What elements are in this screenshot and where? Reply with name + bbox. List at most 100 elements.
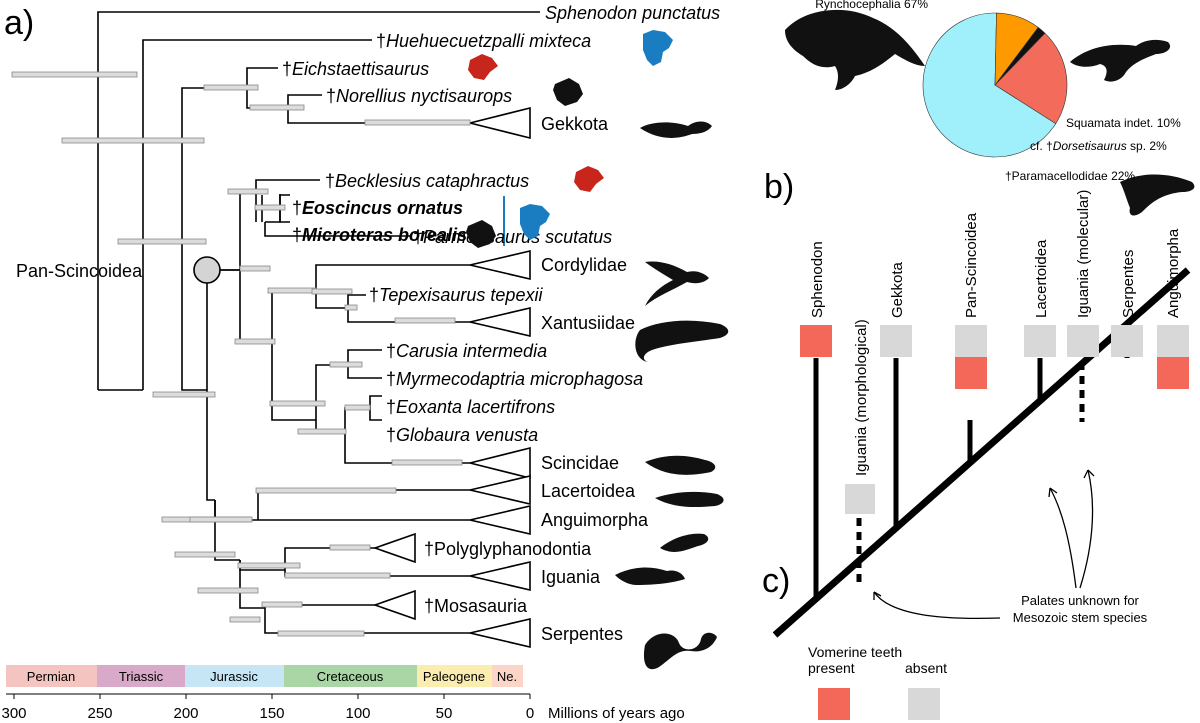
legend-title: Vomerine teeth bbox=[808, 644, 902, 660]
geologic-timescale: Permian Triassic Jurassic Cretaceous Pal… bbox=[1, 665, 685, 722]
axis-tick-300: 300 bbox=[1, 705, 26, 722]
europe-map-icon-1 bbox=[468, 54, 498, 80]
triangle-lacertoidea bbox=[469, 474, 531, 506]
iguania-silhouette-icon bbox=[615, 567, 685, 585]
period-label-permian: Permian bbox=[27, 669, 75, 684]
triangle-scincidae bbox=[469, 446, 531, 480]
triangle-iguania bbox=[469, 560, 531, 592]
taxon-sphenodon-punctatus: Sphenodon punctatus bbox=[545, 3, 720, 23]
panscincoidea-present-box bbox=[955, 357, 987, 389]
anguimorpha-present-box bbox=[1157, 357, 1189, 389]
pie-slice-rhyncho bbox=[922, 12, 1057, 158]
europe-map-icon-2 bbox=[574, 166, 604, 192]
north-america-map-icon-2 bbox=[520, 204, 550, 240]
serpentes-silhouette-icon bbox=[643, 632, 717, 670]
pie-slice-paramacell bbox=[994, 32, 1068, 124]
period-label-paleogene: Paleogene bbox=[423, 669, 485, 684]
col-label-lacertoidea: Lacertoidea bbox=[1033, 239, 1050, 318]
legend-present-swatch bbox=[818, 688, 850, 720]
legend-present-label: present bbox=[808, 660, 855, 676]
serpentes-absent-box bbox=[1111, 325, 1143, 357]
triangle-gekkota bbox=[469, 106, 531, 140]
taxon-polyglyphanodontia: †Polyglyphanodontia bbox=[424, 539, 592, 559]
squamate-silhouette-icon bbox=[1070, 39, 1171, 82]
taxon-scincidae: Scincidae bbox=[541, 453, 619, 473]
iguania-morph-absent-box bbox=[845, 484, 875, 514]
cordylidae-silhouette-icon bbox=[645, 261, 709, 306]
north-america-map-icon bbox=[643, 30, 673, 66]
period-permian bbox=[6, 665, 97, 687]
taxon-xantusiidae: Xantusiidae bbox=[541, 313, 635, 333]
pie-label-dorsetisaurus: cf. †Dorsetisaurus sp. 2% bbox=[1030, 139, 1167, 153]
col-label-iguania-morph: Iguania (morphological) bbox=[853, 319, 870, 476]
asia-map-icon-1 bbox=[553, 78, 583, 106]
pie-label-rhynchocephalia: Rynchocephalia 67% bbox=[815, 0, 928, 11]
period-label-cretaceous: Cretaceous bbox=[317, 669, 384, 684]
gekkota-absent-box bbox=[880, 325, 912, 357]
rhynchocephalian-silhouette-icon bbox=[785, 9, 925, 90]
triangle-polyglyphanodontia bbox=[372, 532, 416, 564]
axis-tick-200: 200 bbox=[173, 705, 198, 722]
period-triassic bbox=[97, 665, 185, 687]
period-label-jurassic: Jurassic bbox=[210, 669, 258, 684]
taxon-becklesius: †Becklesius cataphractus bbox=[325, 171, 529, 191]
vomerine-teeth-legend: Vomerine teeth present absent bbox=[808, 644, 947, 720]
taxon-eoscincus: †Eoscincus ornatus bbox=[292, 198, 463, 218]
annotation-arrows bbox=[873, 469, 1095, 620]
triangle-anguimorpha bbox=[469, 504, 531, 536]
taxon-silhouettes bbox=[615, 121, 729, 670]
triangle-serpentes bbox=[469, 617, 531, 649]
triangle-xantusiidae bbox=[469, 306, 531, 338]
panel-b-label: b) bbox=[764, 168, 794, 206]
annotation-line-1: Palates unknown for bbox=[1021, 593, 1139, 608]
legend-absent-label: absent bbox=[905, 660, 947, 676]
taxon-microteras: †Microteras borealis bbox=[292, 225, 467, 245]
taxon-norellius: †Norellius nyctisaurops bbox=[326, 86, 512, 106]
panscincoidea-absent-box bbox=[955, 325, 987, 357]
axis-tick-50: 50 bbox=[436, 705, 453, 722]
taxon-globaura: †Globaura venusta bbox=[386, 425, 538, 445]
panel-c-label: c) bbox=[762, 562, 790, 600]
period-neogene bbox=[492, 665, 523, 687]
xantusiidae-silhouette-icon bbox=[635, 320, 729, 362]
taxon-anguimorpha: Anguimorpha bbox=[541, 510, 649, 530]
taxon-gekkota: Gekkota bbox=[541, 114, 609, 134]
col-label-panscincoidea: Pan-Scincoidea bbox=[963, 212, 980, 318]
anguimorpha-silhouette-icon bbox=[660, 533, 709, 552]
sphenodon-present-box bbox=[800, 325, 832, 357]
node-age-bars bbox=[11, 71, 471, 637]
taxon-eichstaettisaurus: †Eichstaettisaurus bbox=[282, 59, 429, 79]
axis-tick-100: 100 bbox=[345, 705, 370, 722]
taxon-eoxanta: †Eoxanta lacertifrons bbox=[386, 397, 555, 417]
triangle-cordylidae bbox=[469, 249, 531, 281]
period-paleogene bbox=[417, 665, 492, 687]
scincidae-silhouette-icon bbox=[645, 455, 716, 475]
taxon-mosasauria: †Mosasauria bbox=[424, 596, 528, 616]
composition-pie-chart bbox=[922, 12, 1068, 158]
annotation-line-2: Mesozoic stem species bbox=[1013, 610, 1148, 625]
axis-tick-150: 150 bbox=[259, 705, 284, 722]
triangle-mosasauria bbox=[372, 589, 416, 621]
taxon-huehuecuetzpalli: †Huehuecuetzpalli mixteca bbox=[376, 31, 591, 51]
asia-map-icon-2 bbox=[466, 220, 496, 248]
col-label-anguimorpha: Anguimorpha bbox=[1165, 228, 1182, 318]
locality-maps bbox=[466, 30, 673, 248]
taxon-tepexisaurus: †Tepexisaurus tepexii bbox=[369, 285, 543, 305]
period-jurassic bbox=[185, 665, 284, 687]
lacertoidea-silhouette-icon bbox=[655, 491, 724, 508]
palate-column-labels: Sphenodon Iguania (morphological) Gekkot… bbox=[809, 190, 1182, 476]
taxon-serpentes: Serpentes bbox=[541, 624, 623, 644]
taxon-iguania: Iguania bbox=[541, 567, 601, 587]
taxon-parmeosaurus: †Parmeosaurus scutatus bbox=[413, 227, 612, 247]
period-label-neogene: Ne. bbox=[497, 669, 517, 684]
taxon-carusia: †Carusia intermedia bbox=[386, 341, 547, 361]
pan-scincoidea-node-marker bbox=[193, 256, 221, 284]
gekkota-silhouette-icon bbox=[640, 121, 712, 138]
axis-tick-0: 0 bbox=[526, 705, 534, 722]
taxon-myrmecodaptria: †Myrmecodaptria microphagosa bbox=[386, 369, 643, 389]
pie-label-paramacellodidae: †Paramacellodidae 22% bbox=[1005, 169, 1135, 183]
anguimorpha-absent-box bbox=[1157, 325, 1189, 357]
taxon-lacertoidea: Lacertoidea bbox=[541, 481, 636, 501]
paramacellodid-silhouette-icon bbox=[1120, 174, 1195, 216]
